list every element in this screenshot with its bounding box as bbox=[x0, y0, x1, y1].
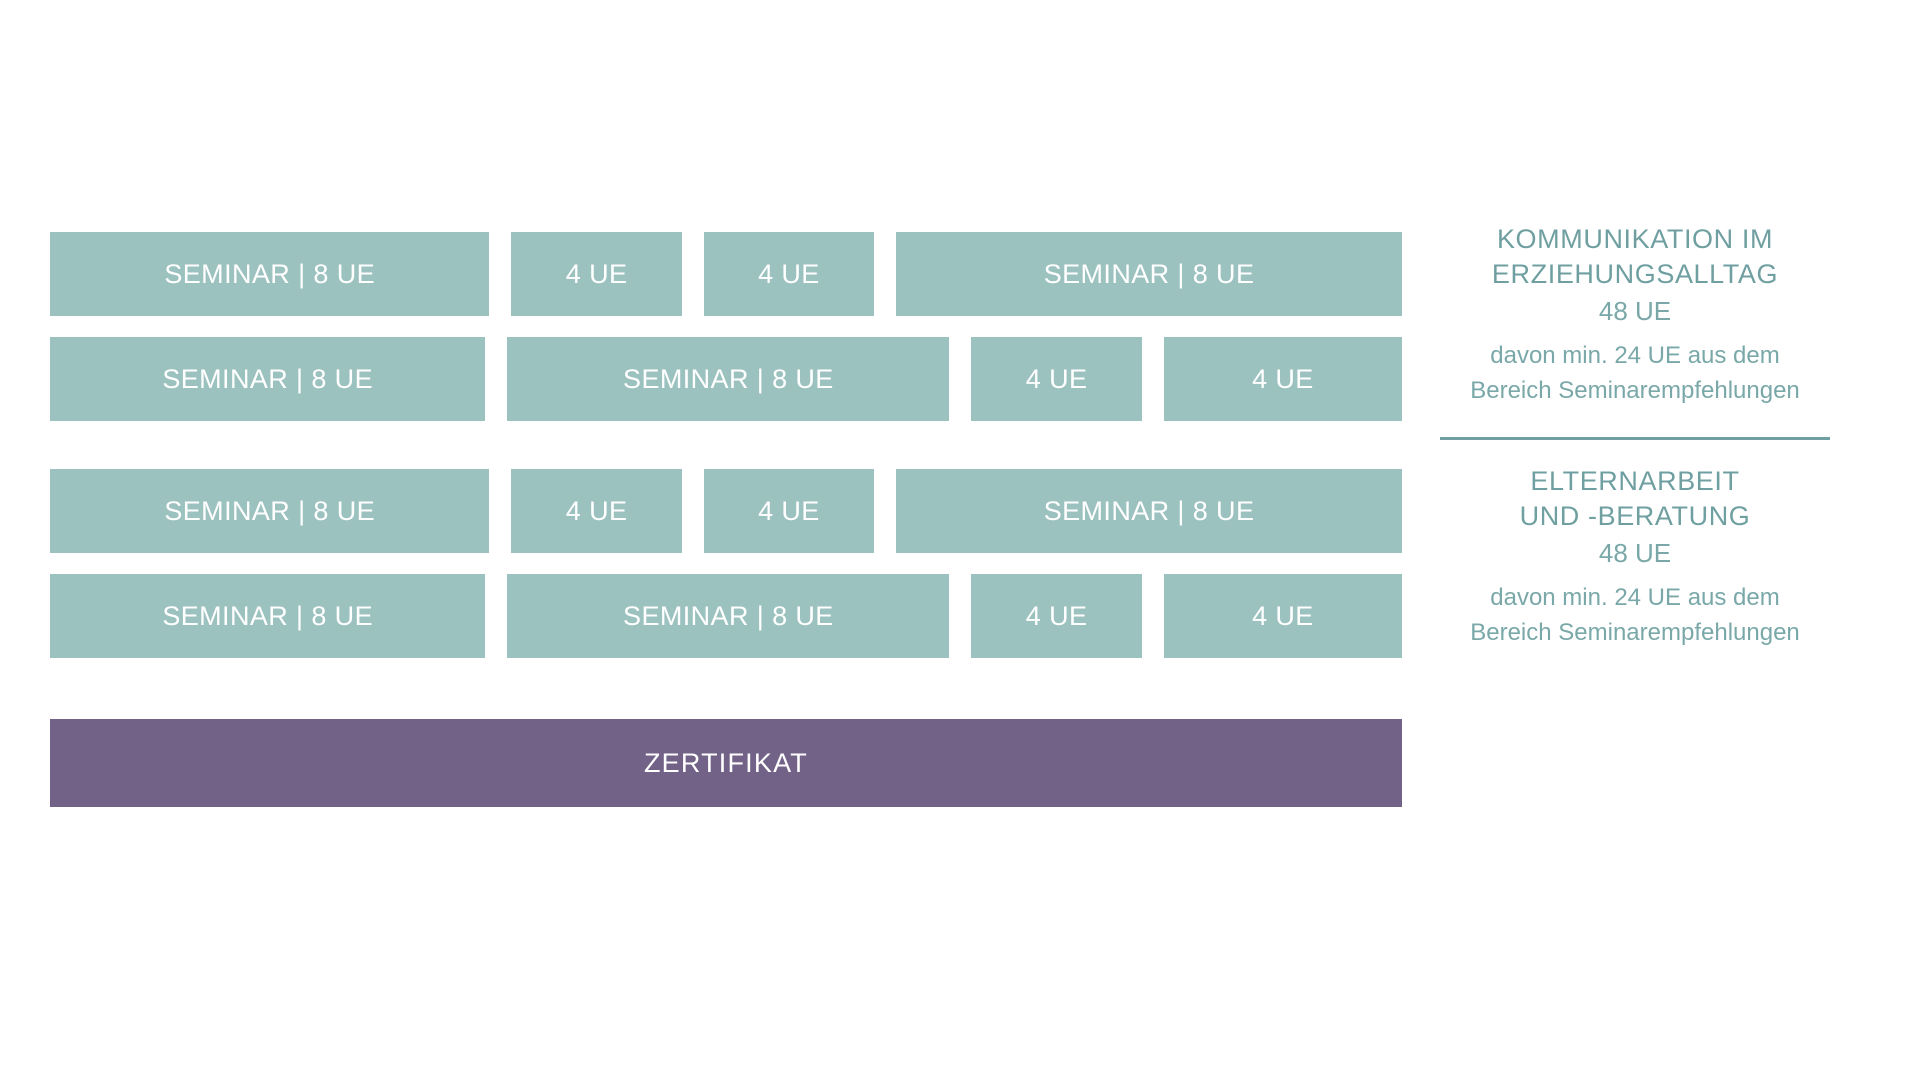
module-bar[interactable]: SEMINAR | 8 UE bbox=[507, 337, 950, 421]
module-row: SEMINAR | 8 UE 4 UE 4 UE SEMINAR | 8 UE bbox=[50, 232, 1402, 316]
module-bar[interactable]: 4 UE bbox=[1163, 574, 1402, 658]
legend-divider bbox=[1440, 437, 1830, 441]
curriculum-diagram: SEMINAR | 8 UE 4 UE 4 UE SEMINAR | 8 UE … bbox=[50, 232, 1402, 807]
module-bar[interactable]: 4 UE bbox=[971, 337, 1142, 421]
bar-gap bbox=[1142, 337, 1164, 421]
module-bar[interactable]: 4 UE bbox=[971, 574, 1142, 658]
bar-gap bbox=[489, 469, 511, 553]
module-bar[interactable]: 4 UE bbox=[703, 469, 875, 553]
legend-block-elternarbeit: ELTERNARBEIT UND -BERATUNG 48 UE davon m… bbox=[1420, 464, 1850, 650]
bar-gap bbox=[1142, 574, 1164, 658]
module-row: SEMINAR | 8 UE SEMINAR | 8 UE 4 UE 4 UE bbox=[50, 574, 1402, 658]
legend-title: KOMMUNIKATION IM ERZIEHUNGSALLTAG bbox=[1491, 224, 1779, 289]
module-group-kommunikation: SEMINAR | 8 UE 4 UE 4 UE SEMINAR | 8 UE … bbox=[50, 232, 1402, 421]
legend-total-ue: 48 UE bbox=[1598, 538, 1672, 569]
module-bar[interactable]: 4 UE bbox=[511, 232, 682, 316]
bar-gap bbox=[949, 337, 971, 421]
module-row: SEMINAR | 8 UE 4 UE 4 UE SEMINAR | 8 UE bbox=[50, 469, 1402, 553]
legend-note: davon min. 24 UE aus dem Bereich Seminar… bbox=[1470, 584, 1800, 646]
bar-gap bbox=[682, 469, 704, 553]
bar-gap bbox=[874, 232, 896, 316]
module-bar[interactable]: SEMINAR | 8 UE bbox=[50, 337, 486, 421]
bar-gap bbox=[949, 574, 971, 658]
legend-column: KOMMUNIKATION IM ERZIEHUNGSALLTAG 48 UE … bbox=[1420, 222, 1850, 651]
module-bar[interactable]: 4 UE bbox=[1163, 337, 1402, 421]
module-row: SEMINAR | 8 UE SEMINAR | 8 UE 4 UE 4 UE bbox=[50, 337, 1402, 421]
legend-note: davon min. 24 UE aus dem Bereich Seminar… bbox=[1470, 341, 1800, 404]
module-bar[interactable]: 4 UE bbox=[703, 232, 875, 316]
bar-gap bbox=[489, 232, 511, 316]
module-bar[interactable]: SEMINAR | 8 UE bbox=[507, 574, 950, 658]
module-group-elternarbeit: SEMINAR | 8 UE 4 UE 4 UE SEMINAR | 8 UE … bbox=[50, 469, 1402, 658]
module-bar[interactable]: 4 UE bbox=[511, 469, 682, 553]
bar-gap bbox=[485, 337, 507, 421]
module-bar[interactable]: SEMINAR | 8 UE bbox=[50, 232, 490, 316]
certificate-section: ZERTIFIKAT bbox=[50, 719, 1402, 807]
module-bar[interactable]: SEMINAR | 8 UE bbox=[50, 469, 490, 553]
certificate-bar[interactable]: ZERTIFIKAT bbox=[50, 719, 1402, 807]
legend-title: ELTERNARBEIT UND -BERATUNG bbox=[1519, 466, 1751, 531]
legend-total-ue: 48 UE bbox=[1598, 296, 1672, 327]
bar-gap bbox=[485, 574, 507, 658]
module-bar[interactable]: SEMINAR | 8 UE bbox=[896, 232, 1402, 316]
module-bar[interactable]: SEMINAR | 8 UE bbox=[896, 469, 1402, 553]
bar-gap bbox=[874, 469, 896, 553]
bar-gap bbox=[682, 232, 704, 316]
legend-block-kommunikation: KOMMUNIKATION IM ERZIEHUNGSALLTAG 48 UE … bbox=[1420, 222, 1850, 408]
module-bar[interactable]: SEMINAR | 8 UE bbox=[50, 574, 486, 658]
